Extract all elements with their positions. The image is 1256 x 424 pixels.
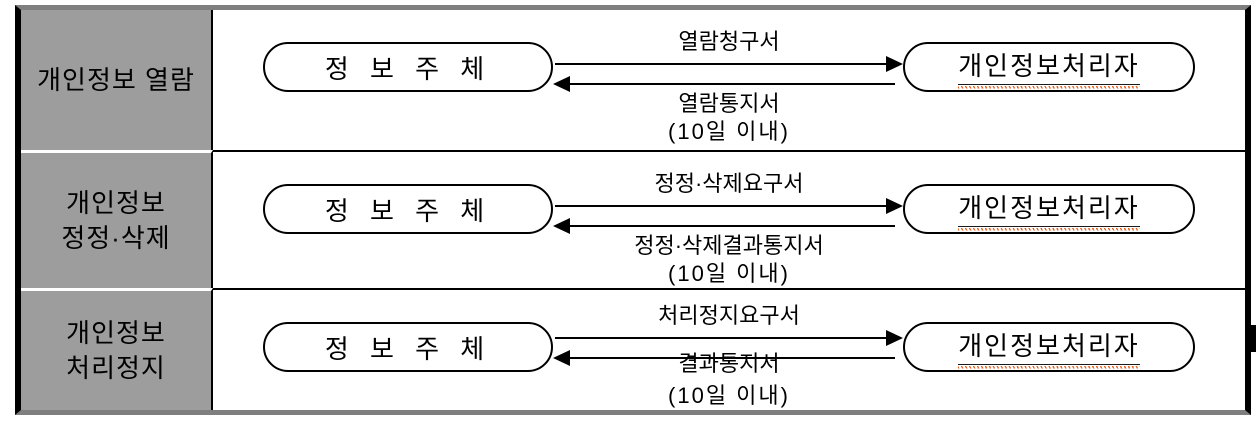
- processor-node: 개인정보처리자: [903, 42, 1195, 92]
- row-label-line: 개인정보: [66, 317, 166, 348]
- row-correction-label: 개인정보 정정·삭제: [21, 150, 213, 288]
- arrow-right-icon: [886, 198, 903, 214]
- row-label-line: 정정·삭제: [61, 222, 171, 253]
- deadline-label: (10일 이내): [668, 119, 790, 144]
- deadline-label: (10일 이내): [668, 383, 790, 408]
- request-arrow: [555, 330, 903, 346]
- response-arrow: [553, 218, 895, 234]
- row-label-line: 처리정지: [66, 352, 166, 383]
- arrow-line: [555, 63, 889, 65]
- right-edge-handle: [1246, 325, 1256, 352]
- response-arrow: [553, 76, 895, 92]
- arrow-left-icon: [553, 350, 570, 366]
- row-suspension: 개인정보 처리정지 정 보 주 체 개인정보처리자 처리정지요구서: [21, 288, 1245, 410]
- arrow-right-icon: [886, 330, 903, 346]
- request-doc-label: 열람청구서: [678, 29, 780, 54]
- arrow-line: [567, 225, 895, 227]
- processor-node-label: 개인정보처리자: [958, 187, 1140, 231]
- processor-node-label: 개인정보처리자: [958, 325, 1140, 369]
- arrow-line: [567, 357, 895, 359]
- processor-node: 개인정보처리자: [903, 184, 1195, 234]
- subject-node: 정 보 주 체: [263, 42, 553, 92]
- row-access: 개인정보 열람 정 보 주 체 개인정보처리자 열람청구서 열람통지: [21, 10, 1245, 150]
- arrow-line: [555, 337, 889, 339]
- row-label-line: 개인정보 열람: [37, 64, 195, 95]
- processor-node: 개인정보처리자: [903, 322, 1195, 372]
- request-doc-label: 정정·삭제요구서: [654, 171, 804, 196]
- row-correction-content: 정 보 주 체 개인정보처리자 정정·삭제요구서 정정·삭제결과통지서 (10일…: [213, 150, 1245, 288]
- arrow-line: [555, 205, 889, 207]
- arrow-left-icon: [553, 76, 570, 92]
- row-label-line: 개인정보: [66, 187, 166, 218]
- arrow-left-icon: [553, 218, 570, 234]
- row-access-label: 개인정보 열람: [21, 10, 213, 150]
- response-doc-label: 열람통지서: [678, 91, 780, 116]
- arrow-line: [567, 83, 895, 85]
- row-access-content: 정 보 주 체 개인정보처리자 열람청구서 열람통지서 (10일 이내): [213, 10, 1245, 150]
- subject-node-label: 정 보 주 체: [324, 53, 492, 84]
- processor-node-label: 개인정보처리자: [958, 45, 1140, 89]
- response-arrow: [553, 350, 895, 366]
- request-doc-label: 처리정지요구서: [658, 303, 800, 328]
- response-doc-label: 정정·삭제결과통지서: [634, 233, 824, 258]
- subject-node-label: 정 보 주 체: [324, 195, 492, 226]
- diagram-frame: 개인정보 열람 정 보 주 체 개인정보처리자 열람청구서 열람통지: [15, 5, 1251, 415]
- subject-node: 정 보 주 체: [263, 184, 553, 234]
- request-arrow: [555, 56, 903, 72]
- row-suspension-label: 개인정보 처리정지: [21, 288, 213, 410]
- subject-node: 정 보 주 체: [263, 322, 553, 372]
- subject-node-label: 정 보 주 체: [324, 333, 492, 364]
- row-suspension-content: 정 보 주 체 개인정보처리자 처리정지요구서 결과통지서 (10일 이내): [213, 288, 1245, 410]
- request-arrow: [555, 198, 903, 214]
- response-doc-label: 결과통지서: [678, 351, 780, 376]
- arrow-right-icon: [886, 56, 903, 72]
- row-correction: 개인정보 정정·삭제 정 보 주 체 개인정보처리자 정정·삭제요구: [21, 150, 1245, 288]
- deadline-label: (10일 이내): [668, 261, 790, 286]
